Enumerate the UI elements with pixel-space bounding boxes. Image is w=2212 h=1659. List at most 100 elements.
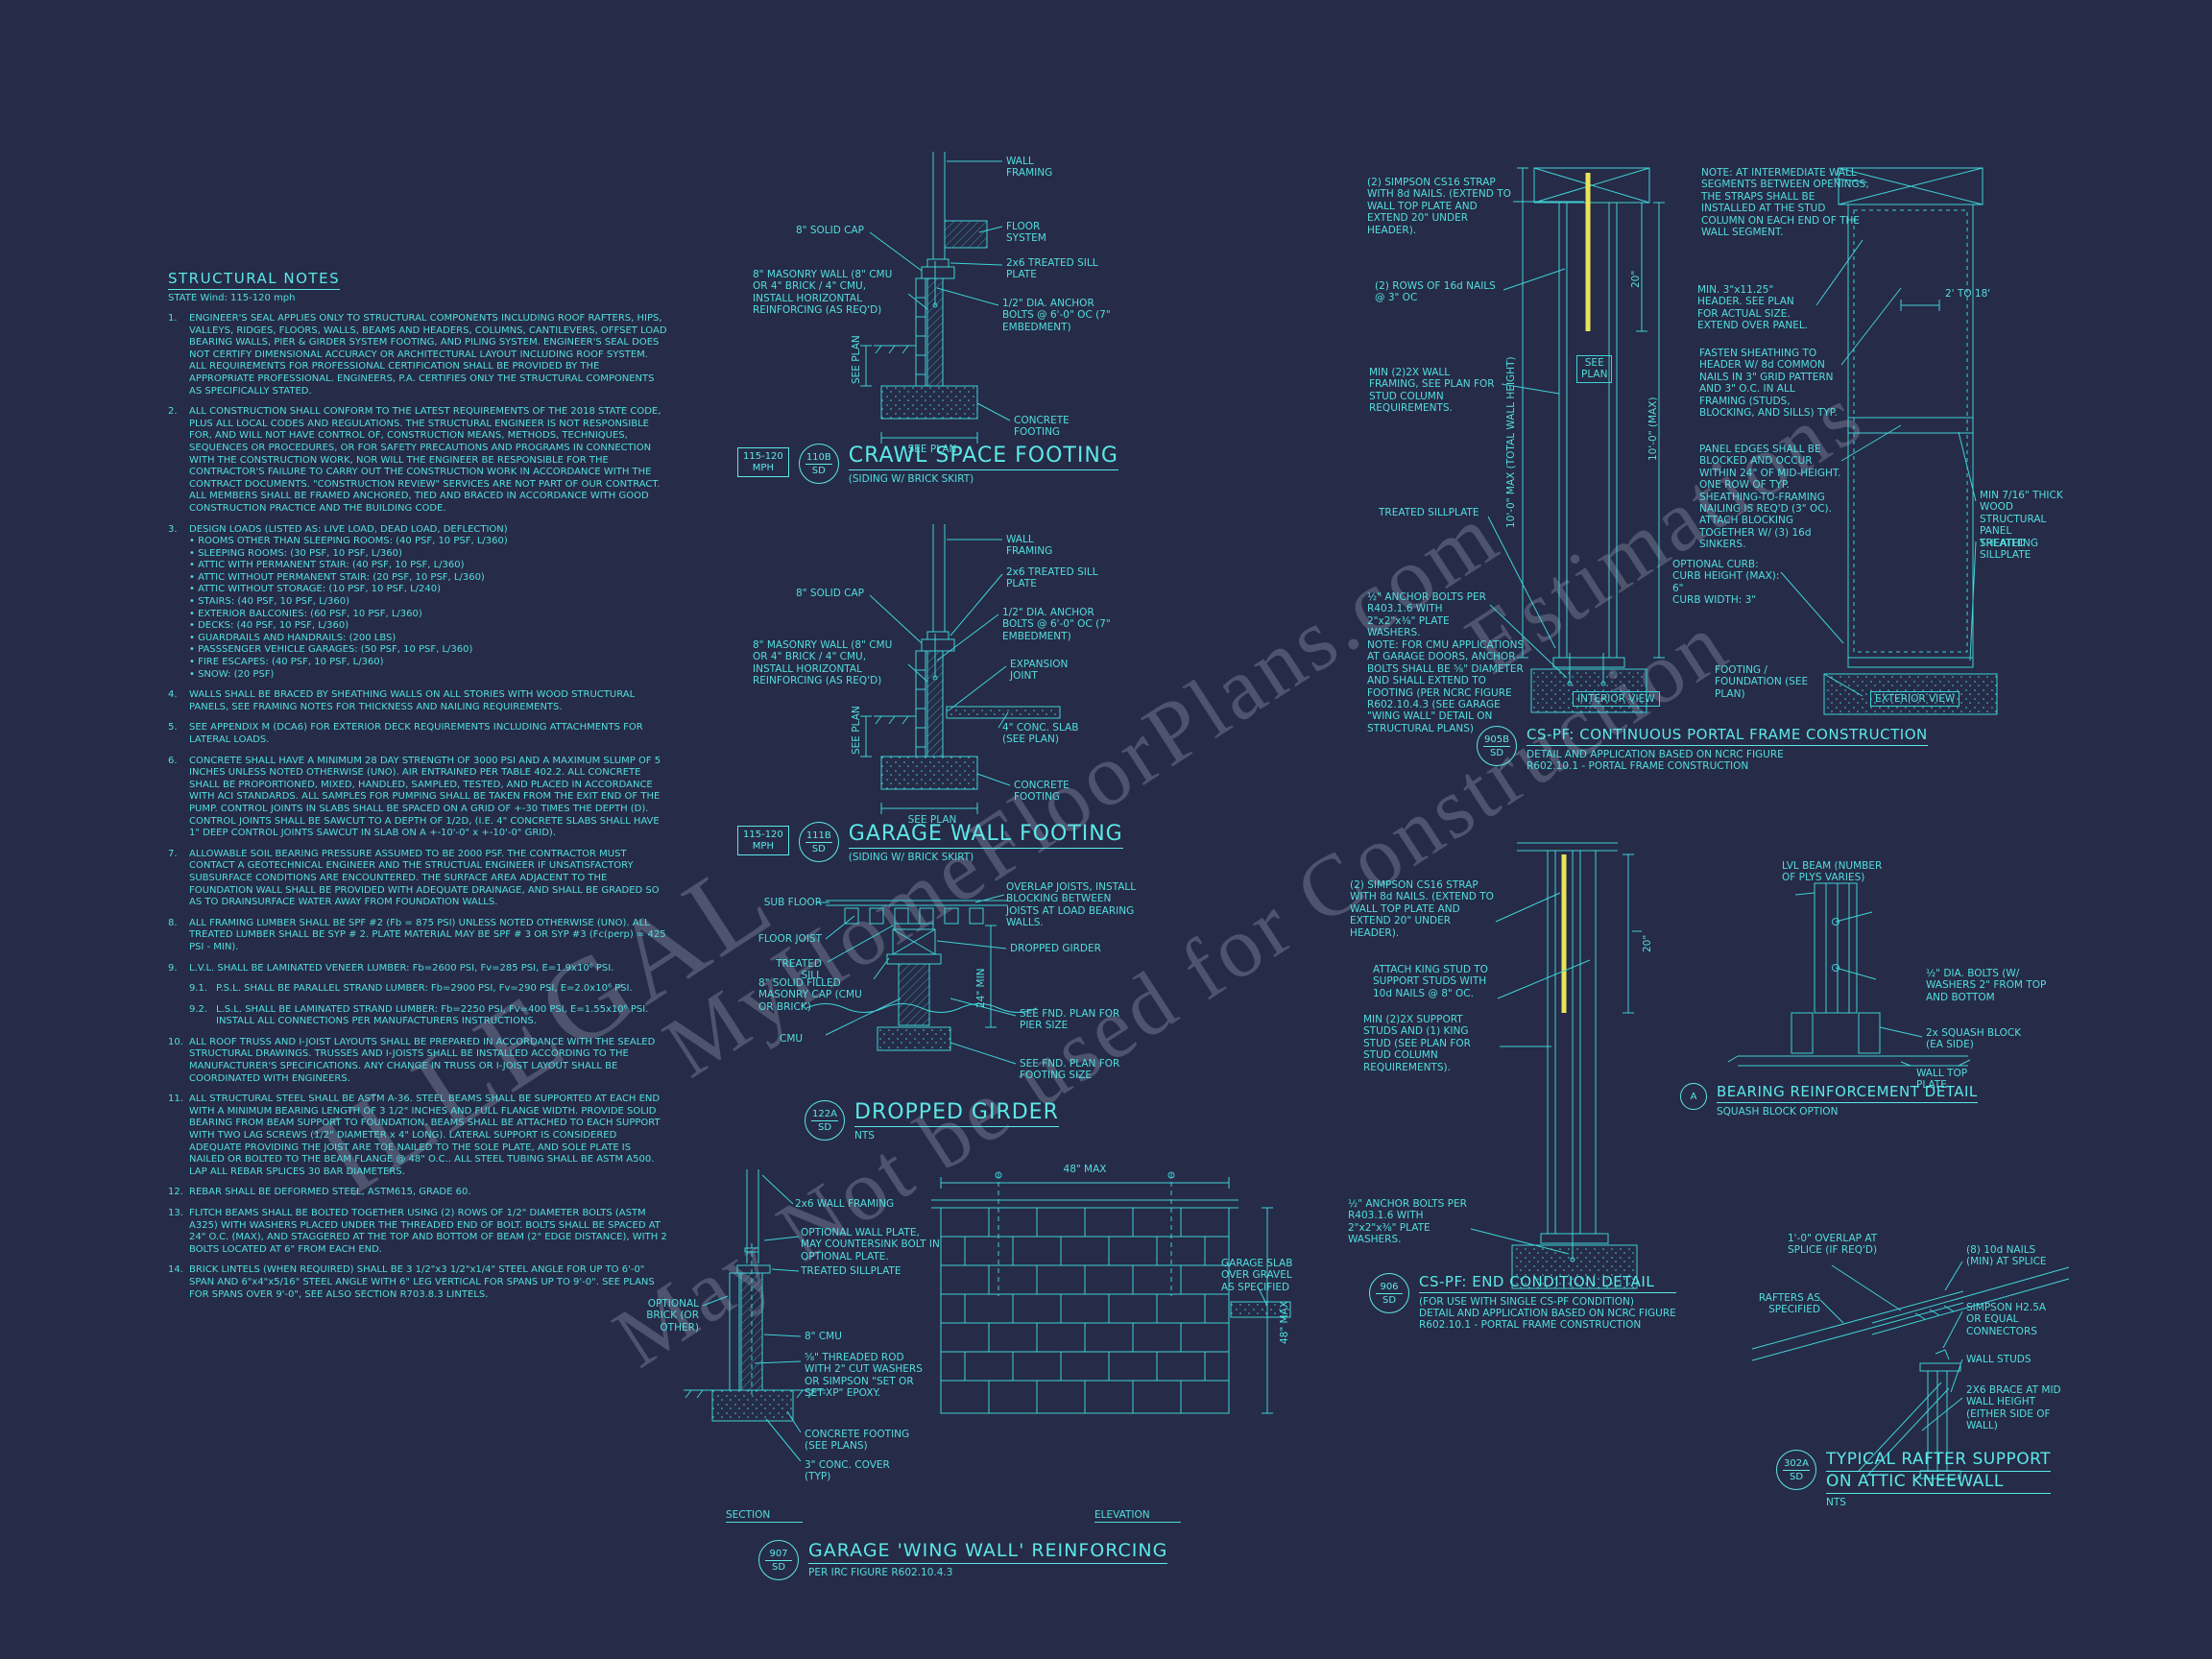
detail-title-line2: ON ATTIC KNEEWALL [1826,1472,2052,1494]
end-condition-drawing [1325,806,1795,1334]
callout-conc-cover: 3" CONC. COVER (TYP) [805,1459,890,1483]
callout-sill-plate: 2x6 TREATED SILL PLATE [1006,257,1098,281]
callout-treated-sillplate-right: TREATED SILLPLATE [1980,538,2032,562]
detail-title: DROPPED GIRDER [854,1100,1059,1127]
detail-title: CS-PF: CONTINUOUS PORTAL FRAME CONSTRUCT… [1527,726,1928,746]
detail-title: GARAGE WALL FOOTING [848,822,1123,849]
notes-subtitle: STATE Wind: 115-120 mph [168,293,296,303]
callout-conc-slab: 4" CONC. SLAB (SEE PLAN) [1002,722,1079,746]
note-item: 4.WALLS SHALL BE BRACED BY SHEATHING WAL… [168,689,636,712]
callout-dim-10-max: 10'-0" (MAX) [1647,397,1659,461]
callout-nail-rows: (2) ROWS OF 16d NAILS @ 3" OC [1375,280,1496,304]
callout-anchor-bolts: ½" ANCHOR BOLTS PER R403.1.6 WITH 2"x2"x… [1348,1198,1467,1246]
callout-pier-size: SEE FND. PLAN FOR PIER SIZE [1020,1008,1120,1032]
callout-cmu: CMU [780,1033,804,1045]
callout-dim-48-max-top: 48" MAX [1063,1164,1107,1175]
callout-masonry-cap: 8" SOLID FILLED MASONRY CAP (CMU OR BRIC… [758,977,862,1013]
callout-panel-edges: PANEL EDGES SHALL BE BLOCKED AND OCCUR W… [1699,444,1841,550]
callout-dim-24-min: 24" MIN [975,968,987,1008]
callout-optional-plate: OPTIONAL WALL PLATE, MAY COUNTERSINK BOL… [801,1227,940,1262]
structural-notes: STRUCTURAL NOTES STATE Wind: 115-120 mph… [168,269,667,1310]
detail-bearing-reinforcement: LVL BEAM (NUMBER OF PLYS VARIES) ½" DIA.… [1671,860,2112,1142]
detail-end-condition: (2) SIMPSON CS16 STRAP WITH 8d NAILS. (E… [1325,806,1795,1334]
note-item: 9.2.L.S.L. SHALL BE LAMINATED STRAND LUM… [189,1003,649,1027]
note-item: 3.DESIGN LOADS (LISTED AS: LIVE LOAD, DE… [168,523,508,680]
detail-letter-badge: A [1680,1083,1707,1110]
note-item: 6.CONCRETE SHALL HAVE A MINIMUM 28 DAY S… [168,755,661,839]
callout-header-min: MIN. 3"x11.25" HEADER. SEE PLAN FOR ACTU… [1697,284,1809,332]
note-item: 14.BRICK LINTELS (WHEN REQUIRED) SHALL B… [168,1264,655,1300]
callout-wall-studs: WALL STUDS [1966,1354,2032,1365]
detail-subtitle-1: DETAIL AND APPLICATION BASED ON NCRC FIG… [1527,749,1784,760]
detail-subtitle-2: R602.10.1 - PORTAL FRAME CONSTRUCTION [1419,1319,1642,1331]
garage-wall-footing-drawing [730,518,1142,883]
note-item: 8.ALL FRAMING LUMBER SHALL BE SPF #2 (Fb… [168,917,666,952]
callout-overlap-joists: OVERLAP JOISTS, INSTALL BLOCKING BETWEEN… [1006,881,1137,929]
callout-floor-joist: FLOOR JOIST [757,933,822,945]
note-item: 5.SEE APPENDIX M (DCA6) FOR EXTERIOR DEC… [168,722,643,745]
callout-sheathing-min: MIN 7/16" THICK WOOD STRUCTURAL PANEL SH… [1980,490,2063,549]
callout-lvl-beam: LVL BEAM (NUMBER OF PLYS VARIES) [1782,860,1883,884]
detail-portal-frame: (2) SIMPSON CS16 STRAP WITH 8d NAILS. (E… [1325,144,2063,806]
callout-concrete-footing: CONCRETE FOOTING [1014,780,1070,804]
callout-sill-plate: 2x6 TREATED SILL PLATE [1006,566,1098,590]
callout-footing-size: SEE FND. PLAN FOR FOOTING SIZE [1020,1058,1120,1082]
callout-sub-floor: SUB FLOOR [763,897,822,908]
callout-wall-framing: WALL FRAMING [1006,534,1053,558]
detail-subtitle-0: (FOR USE WITH SINGLE CS-PF CONDITION) [1419,1296,1634,1308]
callout-expansion-joint: EXPANSION JOINT [1010,659,1069,683]
detail-subtitle-2: R602.10.1 - PORTAL FRAME CONSTRUCTION [1527,760,1749,772]
detail-subtitle: (SIDING W/ BRICK SKIRT) [848,852,974,863]
note-item: 9.L.V.L. SHALL BE LAMINATED VENEER LUMBE… [168,962,614,974]
callout-wall-framing: WALL FRAMING [1006,156,1053,180]
callout-see-plan-vertical: SEE PLAN [851,335,862,384]
note-item: 2.ALL CONSTRUCTION SHALL CONFORM TO THE … [168,406,661,514]
callout-dim-span: 2' TO 18' [1945,288,1991,300]
callout-solid-cap: 8" SOLID CAP [796,588,864,599]
detail-title: BEARING REINFORCEMENT DETAIL [1717,1083,1978,1103]
callout-treated-sillplate-left: TREATED SILLPLATE [1379,507,1479,518]
label-interior-view: INTERIOR VIEW [1573,691,1660,708]
callout-solid-cap: 8" SOLID CAP [796,225,864,236]
callout-concrete-footing: CONCRETE FOOTING [1014,415,1070,439]
label-exterior-view: EXTERIOR VIEW [1870,691,1960,708]
callout-dim-wall-height: 10'-0" MAX (TOTAL WALL HEIGHT) [1505,356,1517,528]
label-elevation: ELEVATION [1094,1509,1181,1524]
callout-dropped-girder: DROPPED GIRDER [1010,943,1101,954]
note-item: 13.FLITCH BEAMS SHALL BE BOLTED TOGETHER… [168,1208,667,1255]
callout-anchor-bolts: 1/2" DIA. ANCHOR BOLTS @ 6'-0" OC (7" EM… [1002,607,1111,642]
callout-concrete-footing: CONCRETE FOOTING (SEE PLANS) [805,1429,910,1453]
callout-overlap-splice: 1'-0" OVERLAP AT SPLICE (IF REQ'D) [1788,1233,1878,1257]
detail-scale: NTS [1826,1497,1846,1508]
callout-treated-sill: TREATED SILL [776,958,822,982]
bearing-reinforcement-drawing [1671,864,2112,1142]
detail-rafter-support: 1'-0" OVERLAP AT SPLICE (IF REQ'D) (8) 1… [1738,1219,2160,1536]
callout-cmu: 8" CMU [805,1331,842,1342]
callout-fasten-sheathing: FASTEN SHEATHING TO HEADER W/ 8d COMMON … [1699,348,1838,419]
notes-title: STRUCTURAL NOTES [168,270,341,290]
wind-speed-badge: 115-120 MPH [737,826,789,855]
callout-anchor-bolts: ½" ANCHOR BOLTS PER R403.1.6 WITH 2"x2"x… [1367,591,1486,639]
callout-see-plan-vertical: SEE PLAN [851,706,862,755]
callout-anchor-bolts: 1/2" DIA. ANCHOR BOLTS @ 6'-0" OC (7" EM… [1002,298,1111,333]
wind-speed-badge: 115-120 MPH [737,447,789,477]
detail-title: CS-PF: END CONDITION DETAIL [1419,1273,1676,1293]
callout-wall-top-plate: WALL TOP PLATE [1916,1068,1968,1092]
callout-optional-brick: OPTIONAL BRICK (OR OTHER) [646,1298,699,1334]
note-intermediate-segments: NOTE: AT INTERMEDIATE WALL SEGMENTS BETW… [1701,167,1869,238]
detail-title: CRAWL SPACE FOOTING [848,444,1118,470]
callout-garage-slab: GARAGE SLAB OVER GRAVEL AS SPECIFIED [1221,1258,1293,1293]
detail-subtitle: PER IRC FIGURE R602.10.4.3 [808,1567,953,1578]
detail-scale: NTS [854,1130,875,1142]
